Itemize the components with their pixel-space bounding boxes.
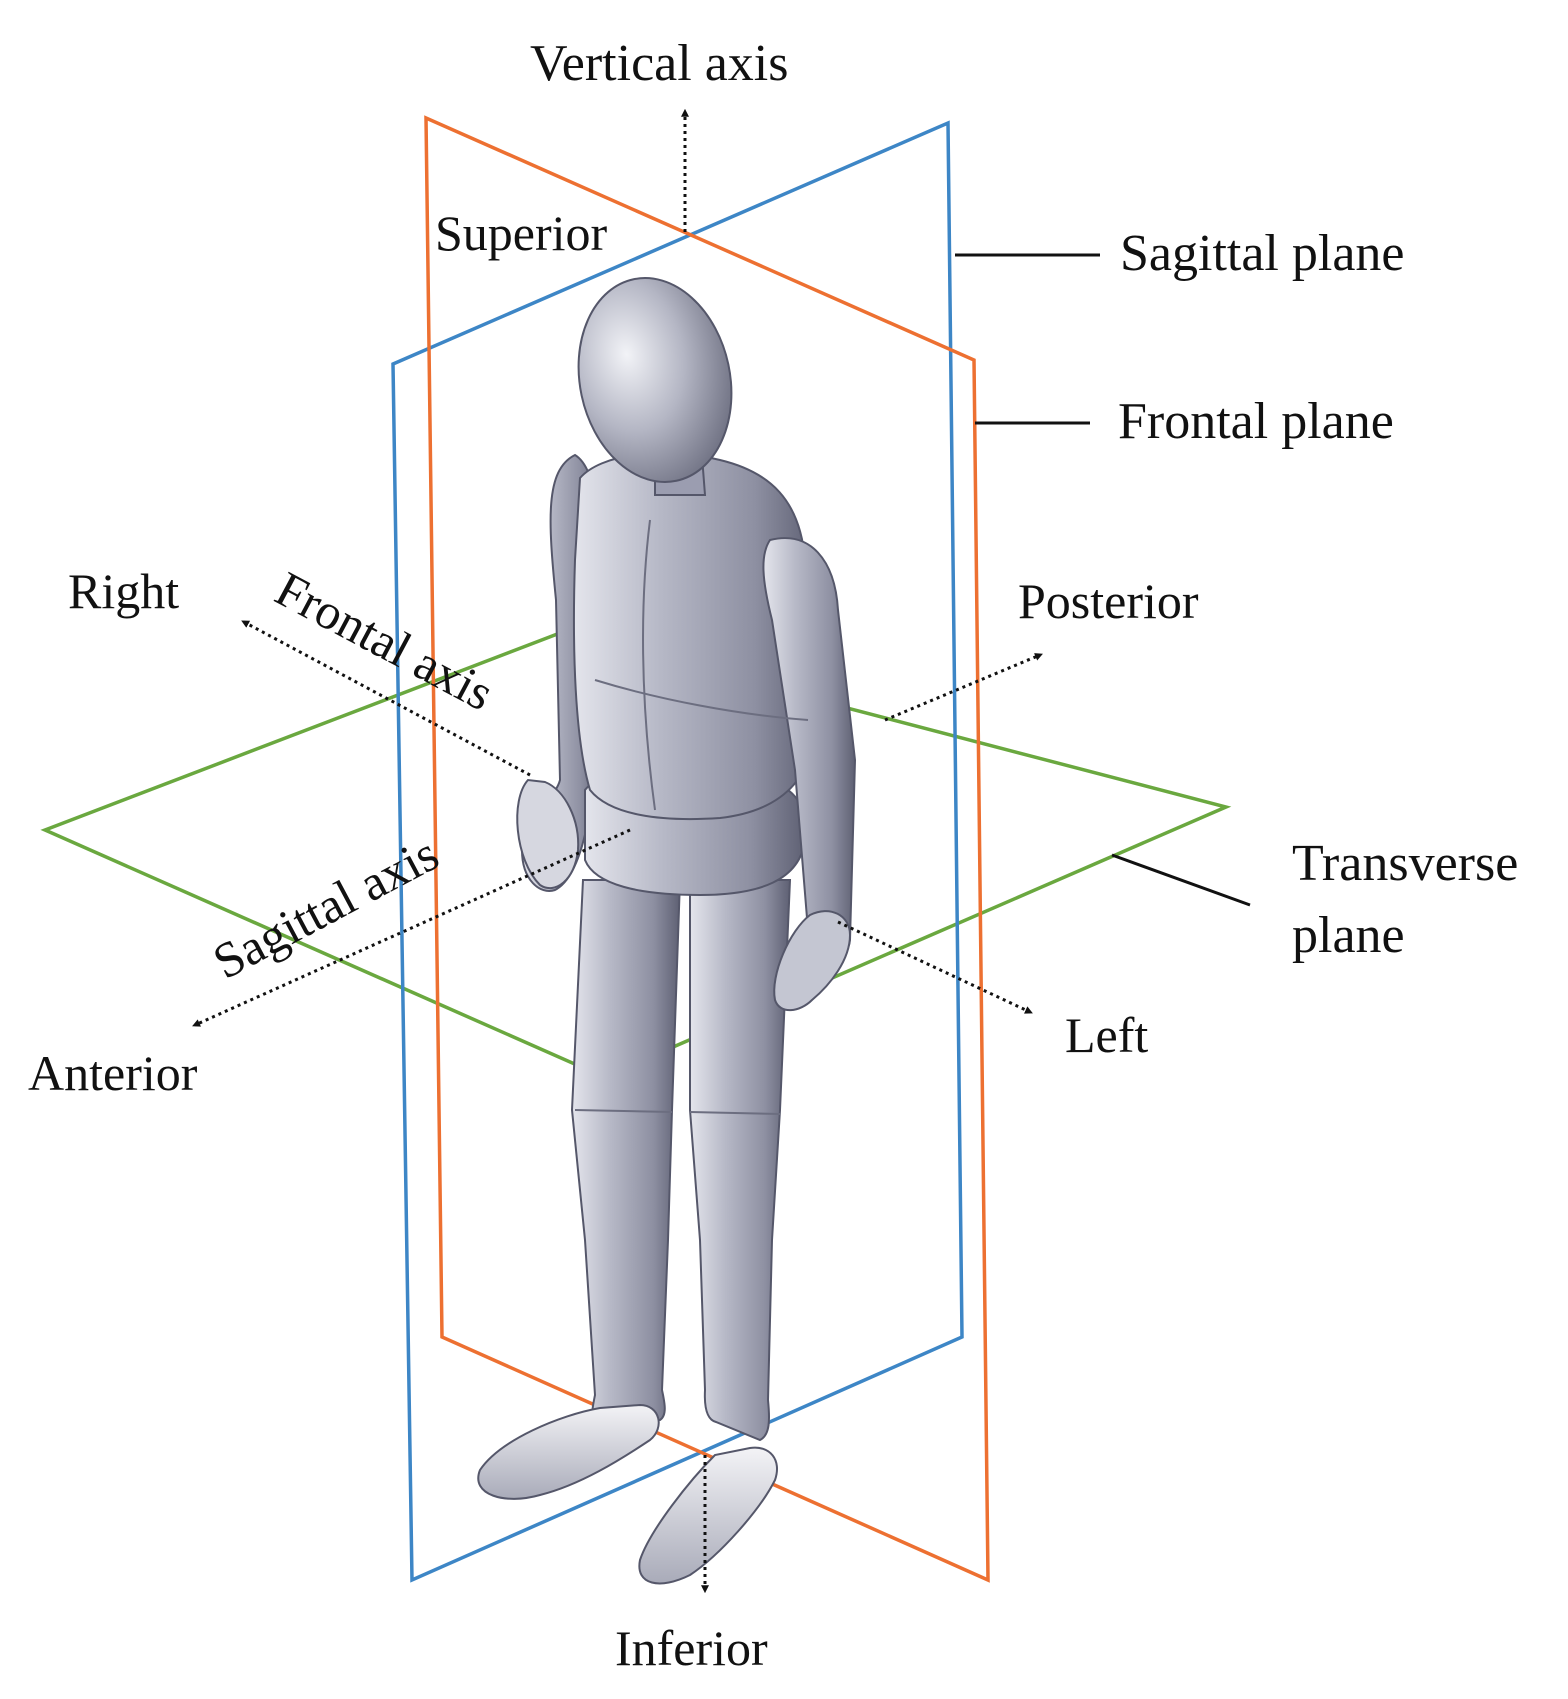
- transverse-plane-label-line1: Transverse: [1292, 835, 1518, 892]
- right-label: Right: [68, 563, 179, 619]
- transverse-plane-leader: [1111, 853, 1251, 907]
- frontal-axis: [241, 620, 1033, 1014]
- frontal-plane: [424, 115, 990, 1583]
- frontal-axis-label: Frontal axis: [267, 560, 503, 721]
- sagittal-plane: [391, 120, 964, 1583]
- vertical-axis: [681, 108, 709, 1594]
- sagittal-axis: [192, 653, 1043, 1027]
- frontal-plane-label: Frontal plane: [1118, 393, 1394, 450]
- anterior-label: Anterior: [28, 1045, 198, 1101]
- vertical-axis-label: Vertical axis: [530, 35, 788, 92]
- sagittal-plane-label: Sagittal plane: [1120, 225, 1404, 282]
- transverse-plane: [40, 631, 1232, 1079]
- posterior-label: Posterior: [1018, 573, 1199, 629]
- sagittal-axis-label: Sagittal axis: [204, 825, 447, 990]
- left-label: Left: [1065, 1007, 1148, 1063]
- superior-label: Superior: [435, 205, 608, 261]
- human-figure: [477, 277, 857, 1585]
- inferior-label: Inferior: [615, 1620, 768, 1676]
- transverse-plane-label-line2: plane: [1292, 907, 1405, 964]
